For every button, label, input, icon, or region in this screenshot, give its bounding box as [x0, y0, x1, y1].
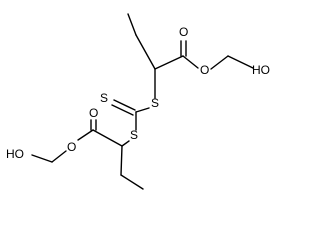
atom-top-ester-o: O: [200, 63, 209, 77]
bond-top-ethyl-ch3: [127, 13, 137, 36]
atom-bottom-ester-o: O: [67, 140, 76, 154]
bond-bottom-ch2-ch2: [31, 154, 53, 163]
atom-labels: O O HO S S S O O HO: [6, 25, 270, 161]
atom-bottom-hydroxyl: HO: [6, 147, 24, 161]
bond-top-ethyl-ch2: [135, 34, 156, 70]
atom-bottom-carbonyl-o: O: [89, 106, 98, 120]
bond-thione-double-a: [113, 99, 136, 111]
bond-thione-double-b: [111, 104, 134, 116]
bond-top-ch2-ch2: [227, 55, 254, 69]
bond-bottom-alpha-to-carbonyl: [92, 129, 123, 147]
bonds: [31, 13, 254, 190]
molecule-structure-diagram: O O HO S S S O O HO: [6, 13, 270, 190]
atom-thione-s: S: [100, 91, 108, 105]
bond-top-s-to-cs: [135, 107, 150, 113]
bond-top-alpha-to-carbonyl: [154, 55, 184, 70]
bond-top-carbonyl-to-ester-o: [182, 55, 199, 69]
bond-bottom-carbonyl-to-ester-o: [77, 129, 94, 141]
atom-top-hydroxyl: HO: [252, 63, 270, 77]
atom-bottom-s: S: [130, 128, 138, 142]
bond-bottom-s-to-alpha: [121, 140, 130, 147]
bond-bottom-ester-o-to-ch2: [51, 150, 67, 163]
bond-bottom-ethyl-ch3: [120, 174, 144, 190]
bond-top-ester-o-to-ch2: [210, 55, 229, 70]
atom-top-carbonyl-o: O: [179, 25, 188, 39]
bond-bottom-ethyl-ch2: [120, 145, 123, 176]
atom-top-s: S: [151, 96, 159, 110]
